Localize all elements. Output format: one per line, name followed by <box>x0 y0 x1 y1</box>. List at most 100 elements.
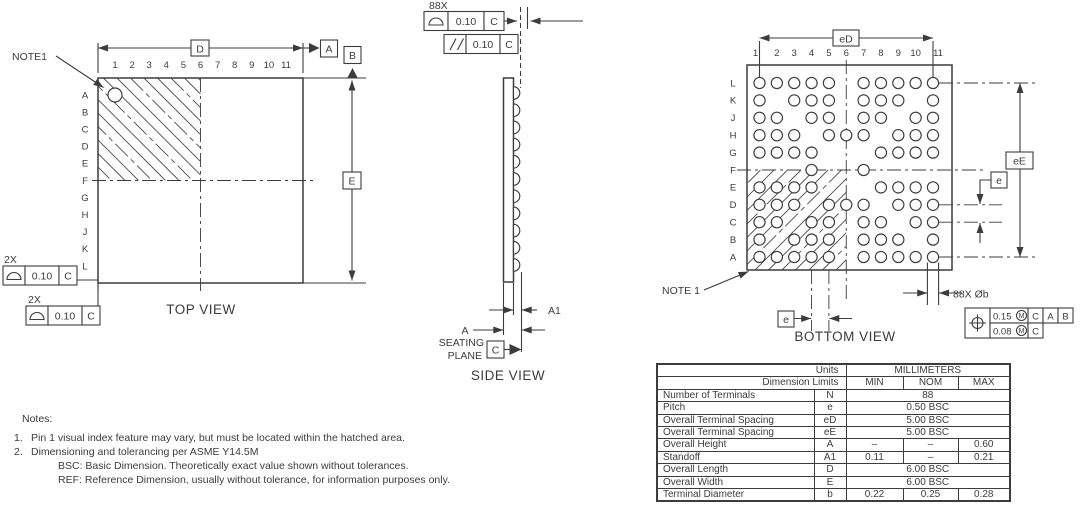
bottom-view-column-label: 11 <box>933 48 943 59</box>
seating-plane-label: PLANE <box>448 350 482 362</box>
bottom-view-title: BOTTOM VIEW <box>794 329 895 344</box>
terminal-pad-G8 <box>874 146 888 159</box>
terminal-pad-L9 <box>892 76 905 90</box>
note-definition: BSC: Basic Dimension. Theoretically exac… <box>58 460 409 472</box>
terminal-pad-J4 <box>805 111 818 124</box>
terminal-pad-B3 <box>788 233 801 246</box>
top-view-title: TOP VIEW <box>166 302 236 317</box>
terminal-pad-C11 <box>926 216 940 229</box>
terminal-pad-F7 <box>857 163 870 177</box>
terminal-pad-A7 <box>857 250 870 264</box>
terminal-pad-J8 <box>874 111 888 124</box>
terminal-pad-C8 <box>874 216 888 229</box>
pin1-index-marker <box>107 87 123 103</box>
terminal-pad-B9 <box>892 233 905 246</box>
profile-of-surface-icon <box>29 311 45 321</box>
top-view-row-label: K <box>82 244 89 255</box>
mmc-modifier-icon: M <box>1015 324 1028 337</box>
side-terminal <box>512 189 521 204</box>
terminal-pad-G10 <box>909 146 922 159</box>
terminal-pad-G1 <box>753 146 766 159</box>
profile-of-surface-icon <box>6 271 22 281</box>
top-view-column-label: 4 <box>164 60 169 71</box>
ball-profile-callout: 0.10 C <box>423 10 517 32</box>
terminal-pad-A10 <box>909 250 922 264</box>
top-view-column-label: 10 <box>264 60 275 71</box>
top-view-column-label: 7 <box>215 60 220 71</box>
terminal-pad-L2 <box>770 76 784 90</box>
terminal-pad-L3 <box>788 76 801 90</box>
side-terminal <box>512 137 521 152</box>
side-terminal <box>512 103 521 118</box>
svg-text:M: M <box>1019 328 1025 335</box>
parallelism-icon <box>449 38 464 51</box>
side-view: 88X 0.10 C 0.10 C <box>423 0 583 383</box>
terminal-pad-D5 <box>822 198 836 211</box>
svg-text:B: B <box>1062 312 1068 323</box>
package-outline-bottom <box>746 64 953 271</box>
units-value: MILLIMETERS <box>845 363 1011 378</box>
bottom-view-row-label: A <box>730 252 737 263</box>
table-row: Terminal Diameter b 0.22 0.25 0.28 <box>656 488 1011 502</box>
terminal-pad-E1 <box>753 181 766 194</box>
svg-text:C: C <box>490 16 498 28</box>
bottom-view-row-label: K <box>730 96 737 107</box>
svg-text:C: C <box>64 271 72 283</box>
terminal-pad-G11 <box>926 146 940 159</box>
side-terminal <box>512 120 521 135</box>
position-callout: 0.15 M C A B 0.08 M C <box>964 307 1074 339</box>
terminal-pad-A9 <box>892 250 905 264</box>
side-terminal <box>512 240 521 255</box>
terminal-pad-D1 <box>753 198 766 211</box>
top-view-row-label: G <box>81 193 88 204</box>
dim-e-label-right: e <box>996 175 1002 187</box>
svg-text:M: M <box>1019 313 1025 320</box>
bottom-view-column-label: 8 <box>878 48 883 59</box>
limits-label: Dimension Limits <box>656 376 847 390</box>
top-view-column-label: 3 <box>147 60 152 71</box>
top-view-row-label: E <box>82 159 88 170</box>
terminal-pad-C10 <box>909 216 922 229</box>
terminal-pad-A11 <box>926 250 940 264</box>
terminal-pad-D2 <box>770 198 784 211</box>
terminal-pad-E4 <box>805 181 818 194</box>
dim-a-label: A <box>461 325 468 337</box>
profile-of-surface-icon <box>428 17 444 26</box>
terminal-pad-L11 <box>926 76 940 90</box>
terminal-pad-C7 <box>857 216 870 229</box>
terminal-pad-F4 <box>805 163 818 177</box>
side-terminal <box>512 86 521 100</box>
terminal-pad-H7 <box>857 129 870 142</box>
top-view-column-label: 8 <box>232 60 237 71</box>
terminal-pad-L7 <box>857 76 870 90</box>
terminal-pad-A5 <box>822 250 836 264</box>
terminal-pad-A1 <box>753 250 766 264</box>
bottom-view-row-label: H <box>730 131 737 142</box>
terminal-pad-G4 <box>805 146 818 159</box>
svg-text:C: C <box>1032 327 1039 338</box>
terminal-pad-B8 <box>874 233 888 246</box>
package-body-side <box>502 77 515 283</box>
parallelism-callout: 0.10 C <box>443 33 519 55</box>
table-row: Standoff A1 0.11 – 0.21 <box>656 450 1011 465</box>
terminal-pad-K5 <box>822 94 836 107</box>
top-view-row-label: F <box>82 176 88 187</box>
side-view-terminals <box>512 86 521 272</box>
terminal-pad-D9 <box>892 198 905 211</box>
datum-c-arrow <box>509 344 522 355</box>
terminal-pad-H10 <box>909 129 922 142</box>
terminal-pad-D11 <box>926 198 940 211</box>
count-label: 2X <box>28 294 41 306</box>
note-definition: REF: Reference Dimension, usually withou… <box>58 474 450 486</box>
dimension-table: Units MILLIMETERS Dimension Limits MIN N… <box>656 363 1011 503</box>
terminal-pad-K1 <box>753 94 766 107</box>
terminal-grid <box>753 76 940 264</box>
terminal-pad-E8 <box>874 181 888 194</box>
datum-c-label: C <box>492 345 500 357</box>
terminal-pad-L8 <box>874 76 888 90</box>
svg-text:0.10: 0.10 <box>32 271 53 283</box>
bottom-view-column-label: 6 <box>844 48 849 59</box>
